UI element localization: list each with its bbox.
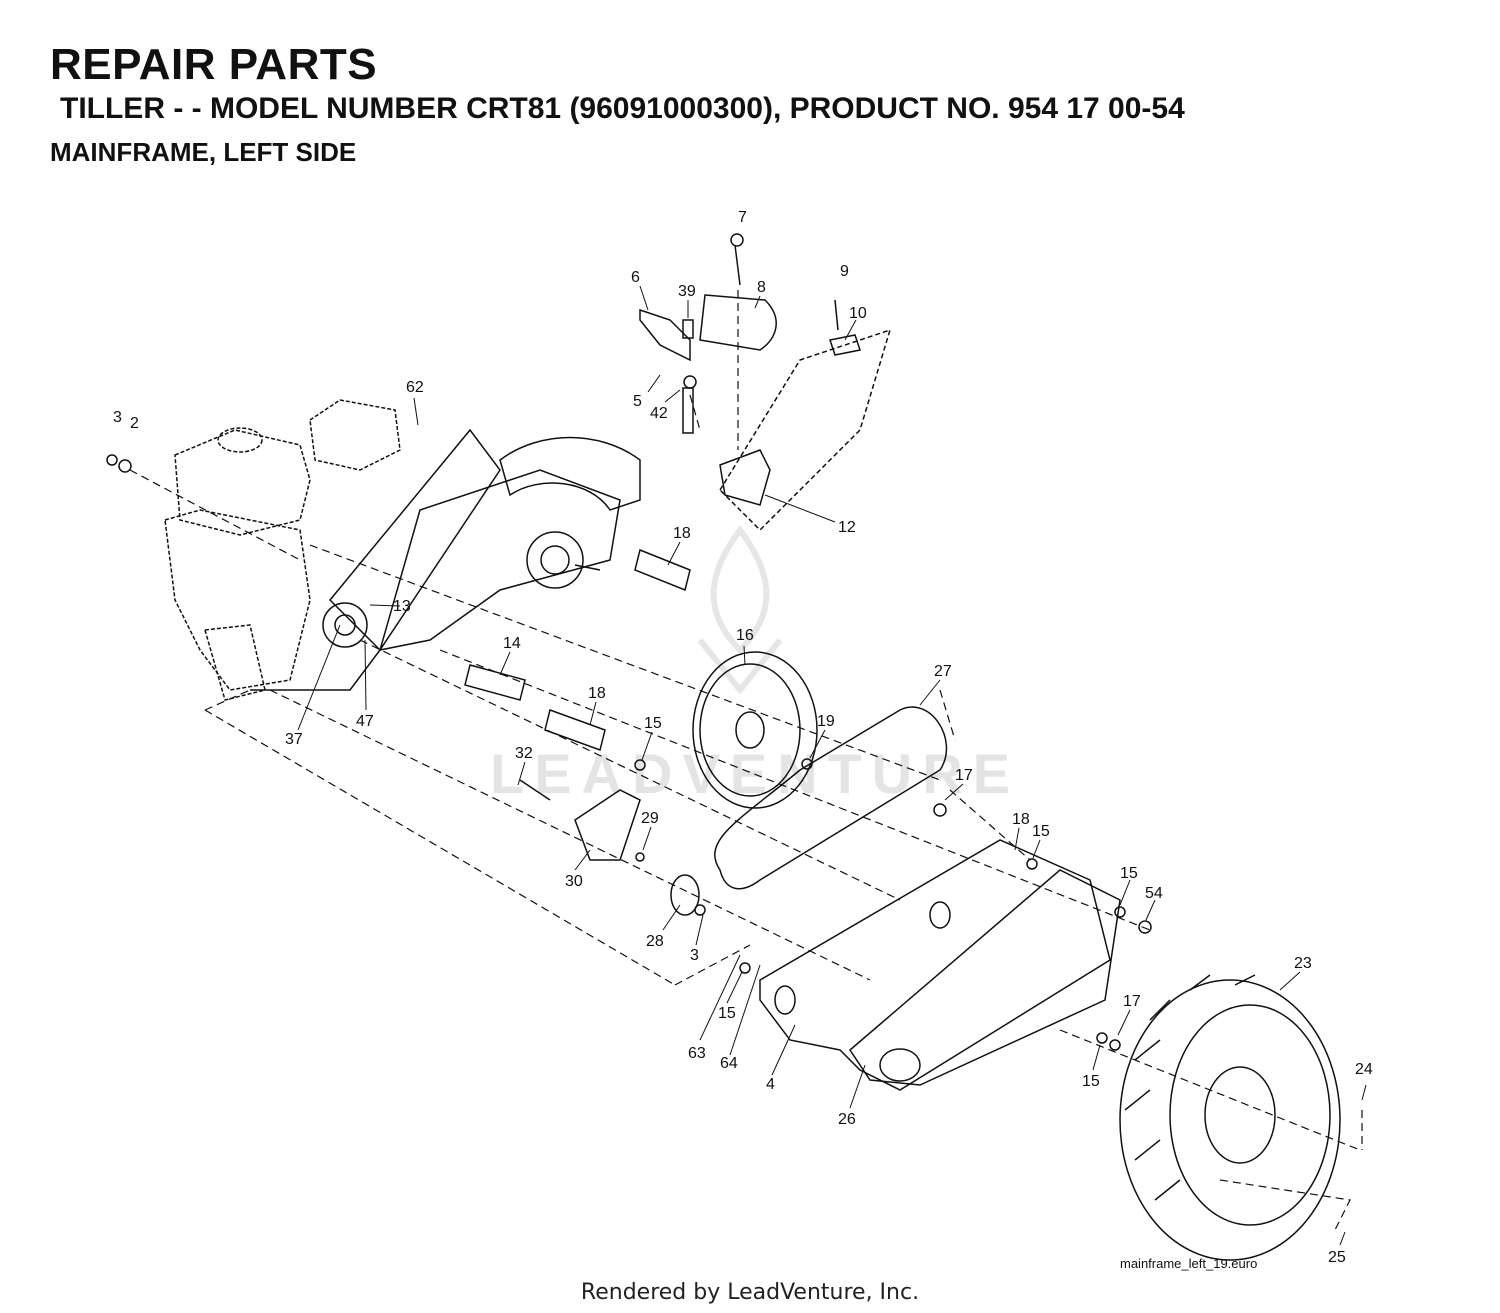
callout-12: 12 xyxy=(838,519,856,536)
figure-id: mainframe_left_19.euro xyxy=(1120,1256,1258,1271)
callout-24: 24 xyxy=(1355,1061,1373,1078)
drive-belt xyxy=(714,706,948,890)
callout-32: 32 xyxy=(515,745,533,762)
callout-18a: 18 xyxy=(673,525,691,542)
callout-19: 19 xyxy=(817,713,835,730)
shield-bracket xyxy=(719,449,771,506)
shield-cover xyxy=(719,328,892,532)
assembly-lines xyxy=(129,290,1363,1231)
callout-5: 5 xyxy=(633,393,642,410)
callout-42: 42 xyxy=(650,405,668,422)
callout-39: 39 xyxy=(678,283,696,300)
callout-64: 64 xyxy=(720,1055,738,1072)
callout-54: 54 xyxy=(1145,885,1163,902)
callout-15a: 15 xyxy=(644,715,662,732)
callout-3b: 3 xyxy=(690,947,699,964)
callout-4: 4 xyxy=(766,1076,775,1093)
callout-37: 37 xyxy=(285,731,303,748)
callout-3a: 3 xyxy=(113,409,122,426)
callout-47: 47 xyxy=(356,713,374,730)
deflector-bracket xyxy=(639,233,777,434)
callout-10: 10 xyxy=(849,305,867,322)
chaincase-hub xyxy=(879,1048,921,1082)
callout-2: 2 xyxy=(130,415,139,432)
callout-9: 9 xyxy=(840,263,849,280)
large-pulley xyxy=(692,651,818,809)
callout-25: 25 xyxy=(1328,1249,1346,1266)
callout-18c: 18 xyxy=(1012,811,1030,828)
callout-30: 30 xyxy=(565,873,583,890)
callout-27: 27 xyxy=(934,663,952,680)
callout-29: 29 xyxy=(641,810,659,827)
callout-23: 23 xyxy=(1294,955,1312,972)
callout-7: 7 xyxy=(738,209,747,226)
chaincase xyxy=(849,869,1121,1086)
callout-28: 28 xyxy=(646,933,664,950)
callout-8: 8 xyxy=(757,279,766,296)
mainframe-housing xyxy=(250,428,641,691)
footer-credit: Rendered by LeadVenture, Inc. xyxy=(580,1280,920,1305)
model-subtitle: TILLER - - MODEL NUMBER CRT81 (960910003… xyxy=(60,92,1185,125)
small-pulley xyxy=(670,874,700,916)
callout-18b: 18 xyxy=(588,685,606,702)
callout-13: 13 xyxy=(393,598,411,615)
spacer-tubes xyxy=(464,548,691,801)
engine xyxy=(164,399,401,701)
callout-17b: 17 xyxy=(1123,993,1141,1010)
leader-lines xyxy=(297,285,1367,1246)
page-title: REPAIR PARTS xyxy=(50,40,378,89)
callout-62: 62 xyxy=(406,379,424,396)
callout-17a: 17 xyxy=(955,767,973,784)
chaincase-cover xyxy=(759,839,1111,1091)
callout-6: 6 xyxy=(631,269,640,286)
callout-16: 16 xyxy=(736,627,754,644)
watermark-logo xyxy=(697,524,783,695)
bolt-9 xyxy=(834,299,839,331)
callout-15e: 15 xyxy=(1082,1073,1100,1090)
cover-hole xyxy=(929,901,951,929)
section-title: MAINFRAME, LEFT SIDE xyxy=(50,137,357,167)
callout-63: 63 xyxy=(688,1045,706,1062)
callout-26: 26 xyxy=(838,1111,856,1128)
cover-hole-lower xyxy=(774,985,796,1015)
callout-14: 14 xyxy=(503,635,521,652)
callout-15c: 15 xyxy=(1120,865,1138,882)
callout-labels: 7 6 39 8 9 10 5 42 62 3 2 12 18 13 14 16… xyxy=(113,209,1373,1266)
wheel-tire xyxy=(1119,974,1341,1261)
hardware xyxy=(106,375,1152,1051)
callout-15d: 15 xyxy=(718,1005,736,1022)
callout-15b: 15 xyxy=(1032,823,1050,840)
